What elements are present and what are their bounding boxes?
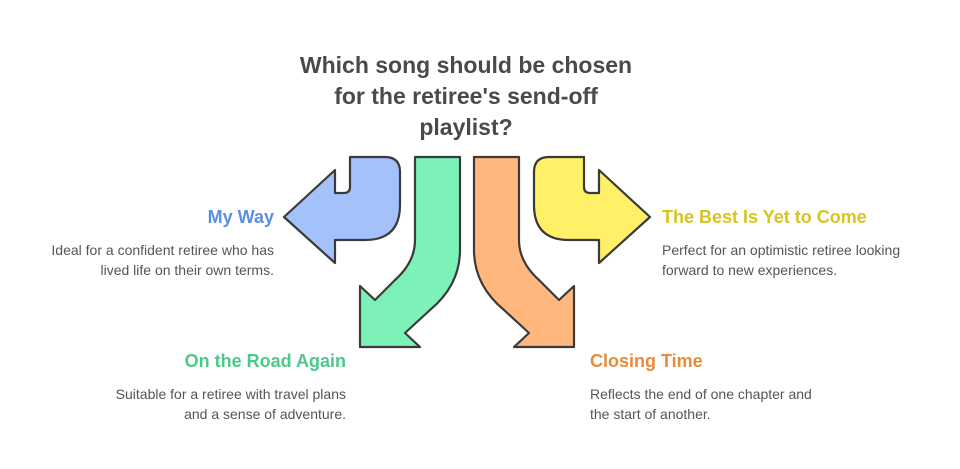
option-best-is-yet-to-come-desc: Perfect for an optimistic retiree lookin… xyxy=(662,240,952,280)
option-my-way-desc: Ideal for a confident retiree who has li… xyxy=(14,240,274,280)
title-line-3: playlist? xyxy=(419,114,513,140)
option-closing-time-desc-line-2: the start of another. xyxy=(590,406,711,422)
on-the-road-again-arrow xyxy=(358,155,462,349)
option-my-way-desc-line-2: lived life on their own terms. xyxy=(100,262,274,278)
option-on-the-road-again-desc-line-1: Suitable for a retiree with travel plans xyxy=(115,386,346,402)
title-line-2: for the retiree's send-off xyxy=(334,83,598,109)
option-on-the-road-again-desc-line-2: and a sense of adventure. xyxy=(184,406,346,422)
option-closing-time-desc-line-1: Reflects the end of one chapter and xyxy=(590,386,812,402)
option-on-the-road-again-desc: Suitable for a retiree with travel plans… xyxy=(60,384,346,424)
option-on-the-road-again-title: On the Road Again xyxy=(184,351,346,371)
best-is-yet-to-come-arrow xyxy=(532,155,652,265)
option-my-way-title: My Way xyxy=(207,207,274,227)
my-way-arrow xyxy=(282,155,402,265)
closing-time-arrow xyxy=(472,155,576,349)
diagram-title: Which song should be chosen for the reti… xyxy=(280,50,652,143)
option-best-is-yet-to-come-desc-line-2: forward to new experiences. xyxy=(662,262,838,278)
option-my-way-desc-line-1: Ideal for a confident retiree who has xyxy=(51,242,274,258)
option-closing-time-title: Closing Time xyxy=(590,351,703,371)
title-line-1: Which song should be chosen xyxy=(299,52,633,78)
option-best-is-yet-to-come-title: The Best Is Yet to Come xyxy=(662,207,867,227)
option-best-is-yet-to-come-desc-line-1: Perfect for an optimistic retiree lookin… xyxy=(662,242,901,258)
option-closing-time-desc: Reflects the end of one chapter and the … xyxy=(590,384,890,424)
